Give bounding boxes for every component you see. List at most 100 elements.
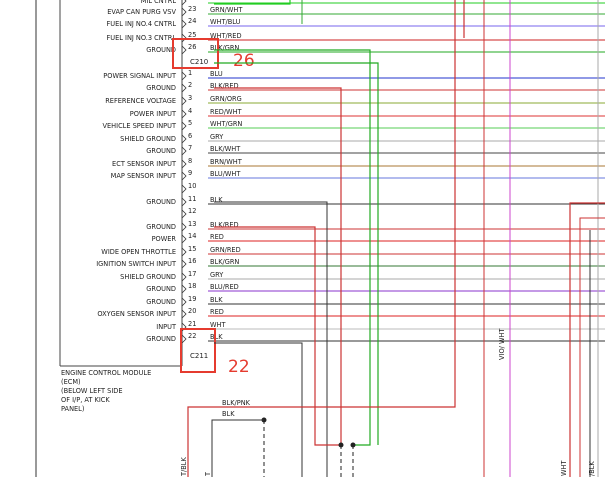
wire-color-label: BLK/RED: [210, 221, 239, 229]
wire-routing-pin11-blk: [214, 201, 328, 477]
pin-number: 4: [188, 107, 192, 115]
pin-terminal-chevron: [181, 71, 187, 81]
bottom-label-vio-wht: VIO/ WHT: [498, 328, 506, 360]
wire-color-label: GRY: [210, 133, 224, 141]
pin-terminal-chevron: [181, 96, 187, 106]
wire-routing-right-red: [569, 202, 605, 477]
pin-terminal-chevron: [181, 259, 187, 269]
pin-function-label: POWER INPUT: [130, 110, 177, 118]
pin-terminal-chevron: [181, 109, 187, 119]
module-line-4: PANEL): [61, 405, 84, 413]
pin-function-label: REFERENCE VOLTAGE: [105, 97, 176, 105]
wire-color-label: WHT: [210, 321, 226, 329]
pin-function-label: SHIELD GROUND: [120, 135, 176, 143]
pin-number: 10: [188, 182, 196, 190]
pin-number: 23: [188, 5, 196, 13]
connector-c210-callout-number: 26: [233, 51, 255, 71]
wire-color-label: BLU: [210, 70, 223, 78]
wire-routing-top-green: [214, 0, 291, 5]
pin-terminal-chevron: [181, 284, 187, 294]
pin-function-label: MAP SENSOR INPUT: [111, 172, 177, 180]
wire-routing-top-red: [187, 0, 456, 477]
wire-color-label: BLK/GRN: [210, 258, 239, 266]
wire-color-label: GRN/WHT: [210, 6, 243, 14]
pin-terminal-chevron: [181, 272, 187, 282]
wire-color-label: BLK/RED: [210, 82, 239, 90]
module-line-2: (BELOW LEFT SIDE: [61, 387, 123, 395]
pin-number: 21: [188, 320, 196, 328]
pin-function-label: OXYGEN SENSOR INPUT: [97, 310, 177, 318]
pin-number: 25: [188, 31, 196, 39]
pin-terminal-chevron: [181, 0, 187, 6]
pin-function-label: GROUND: [146, 335, 176, 343]
bottom-label-t: T: [204, 471, 212, 477]
wire-color-label: BLK: [210, 333, 223, 341]
connector-c210-callout-box: [172, 38, 219, 69]
pin-number: 9: [188, 169, 192, 177]
pin-function-label: POWER SIGNAL INPUT: [103, 72, 177, 80]
bottom-label-blk: BLK: [222, 410, 235, 418]
pin-number: 3: [188, 94, 192, 102]
wire-routing-pin22-blk: [214, 342, 303, 477]
pin-number: 18: [188, 282, 196, 290]
pin-function-label: IGNITION SWITCH INPUT: [96, 260, 177, 268]
pin-function-label: GROUND: [146, 285, 176, 293]
pin-function-label: FUEL INJ NO.4 CNTRL: [106, 20, 176, 28]
bottom-label-blk-right: /BLK: [588, 461, 596, 476]
pin-terminal-chevron: [181, 146, 187, 156]
wire-routing-right-red-2: [579, 217, 605, 477]
pin-number: 20: [188, 307, 196, 315]
pin-number: 8: [188, 157, 192, 165]
pin-function-label: GROUND: [146, 46, 176, 54]
connector-c211-callout-box: [180, 328, 216, 373]
pin-terminal-chevron: [181, 7, 187, 17]
pin-number: 22: [188, 332, 196, 340]
pin-terminal-chevron: [181, 222, 187, 232]
pin-function-label: GROUND: [146, 198, 176, 206]
wire-color-label: RED: [210, 308, 224, 316]
pin-terminal-chevron: [181, 19, 187, 29]
module-name: ENGINE CONTROL MODULE: [61, 369, 151, 377]
pin-terminal-chevron: [181, 247, 187, 257]
pin-terminal-chevron: [181, 297, 187, 307]
pin-function-label: GROUND: [146, 84, 176, 92]
pin-terminal-chevron: [181, 234, 187, 244]
pin-terminal-chevron: [181, 134, 187, 144]
pin-terminal-chevron: [181, 197, 187, 207]
wire-routing-pin2-red: [214, 87, 342, 445]
pin-terminal-chevron: [181, 334, 187, 344]
connector-c210-id: C210: [190, 58, 208, 66]
pin-function-label: GROUND: [146, 147, 176, 155]
pin-number: 7: [188, 144, 192, 152]
connector-c211-callout-number: 22: [228, 357, 250, 377]
wire-color-label: GRN/RED: [210, 246, 241, 254]
pin-terminal-chevron: [181, 45, 187, 55]
pin-terminal-chevron: [181, 121, 187, 131]
pin-number: 15: [188, 245, 196, 253]
pin-number: 6: [188, 132, 192, 140]
module-line-1: (ECM): [61, 378, 81, 386]
wire-color-label: BRN/WHT: [210, 158, 243, 166]
pin-number: 13: [188, 220, 196, 228]
pin-number: 1: [188, 69, 192, 77]
pin-number: 11: [188, 195, 196, 203]
pin-terminal-chevron: [181, 184, 187, 194]
pin-terminal-chevron: [181, 171, 187, 181]
pin-number: 2: [188, 81, 192, 89]
pin-function-label: WIDE OPEN THROTTLE: [101, 248, 176, 256]
pin-function-label: POWER: [152, 235, 177, 243]
wire-color-label: BLK/WHT: [210, 145, 241, 153]
wire-color-label: BLK: [210, 296, 223, 304]
wire-color-label: GRY: [210, 271, 224, 279]
wire-color-label: WHT/GRN: [210, 120, 242, 128]
pin-number: 16: [188, 257, 196, 265]
wire-color-label: BLU/RED: [210, 283, 239, 291]
pin-function-label: GROUND: [146, 298, 176, 306]
wire-color-label: RED/WHT: [210, 108, 243, 116]
bottom-label-t-blk: T/BLK: [180, 457, 188, 477]
bottom-label-wht: WHT: [560, 460, 568, 476]
pin-number: 24: [188, 17, 196, 25]
pin-function-label: FUEL INJ NO.3 CNTRL: [106, 34, 176, 42]
